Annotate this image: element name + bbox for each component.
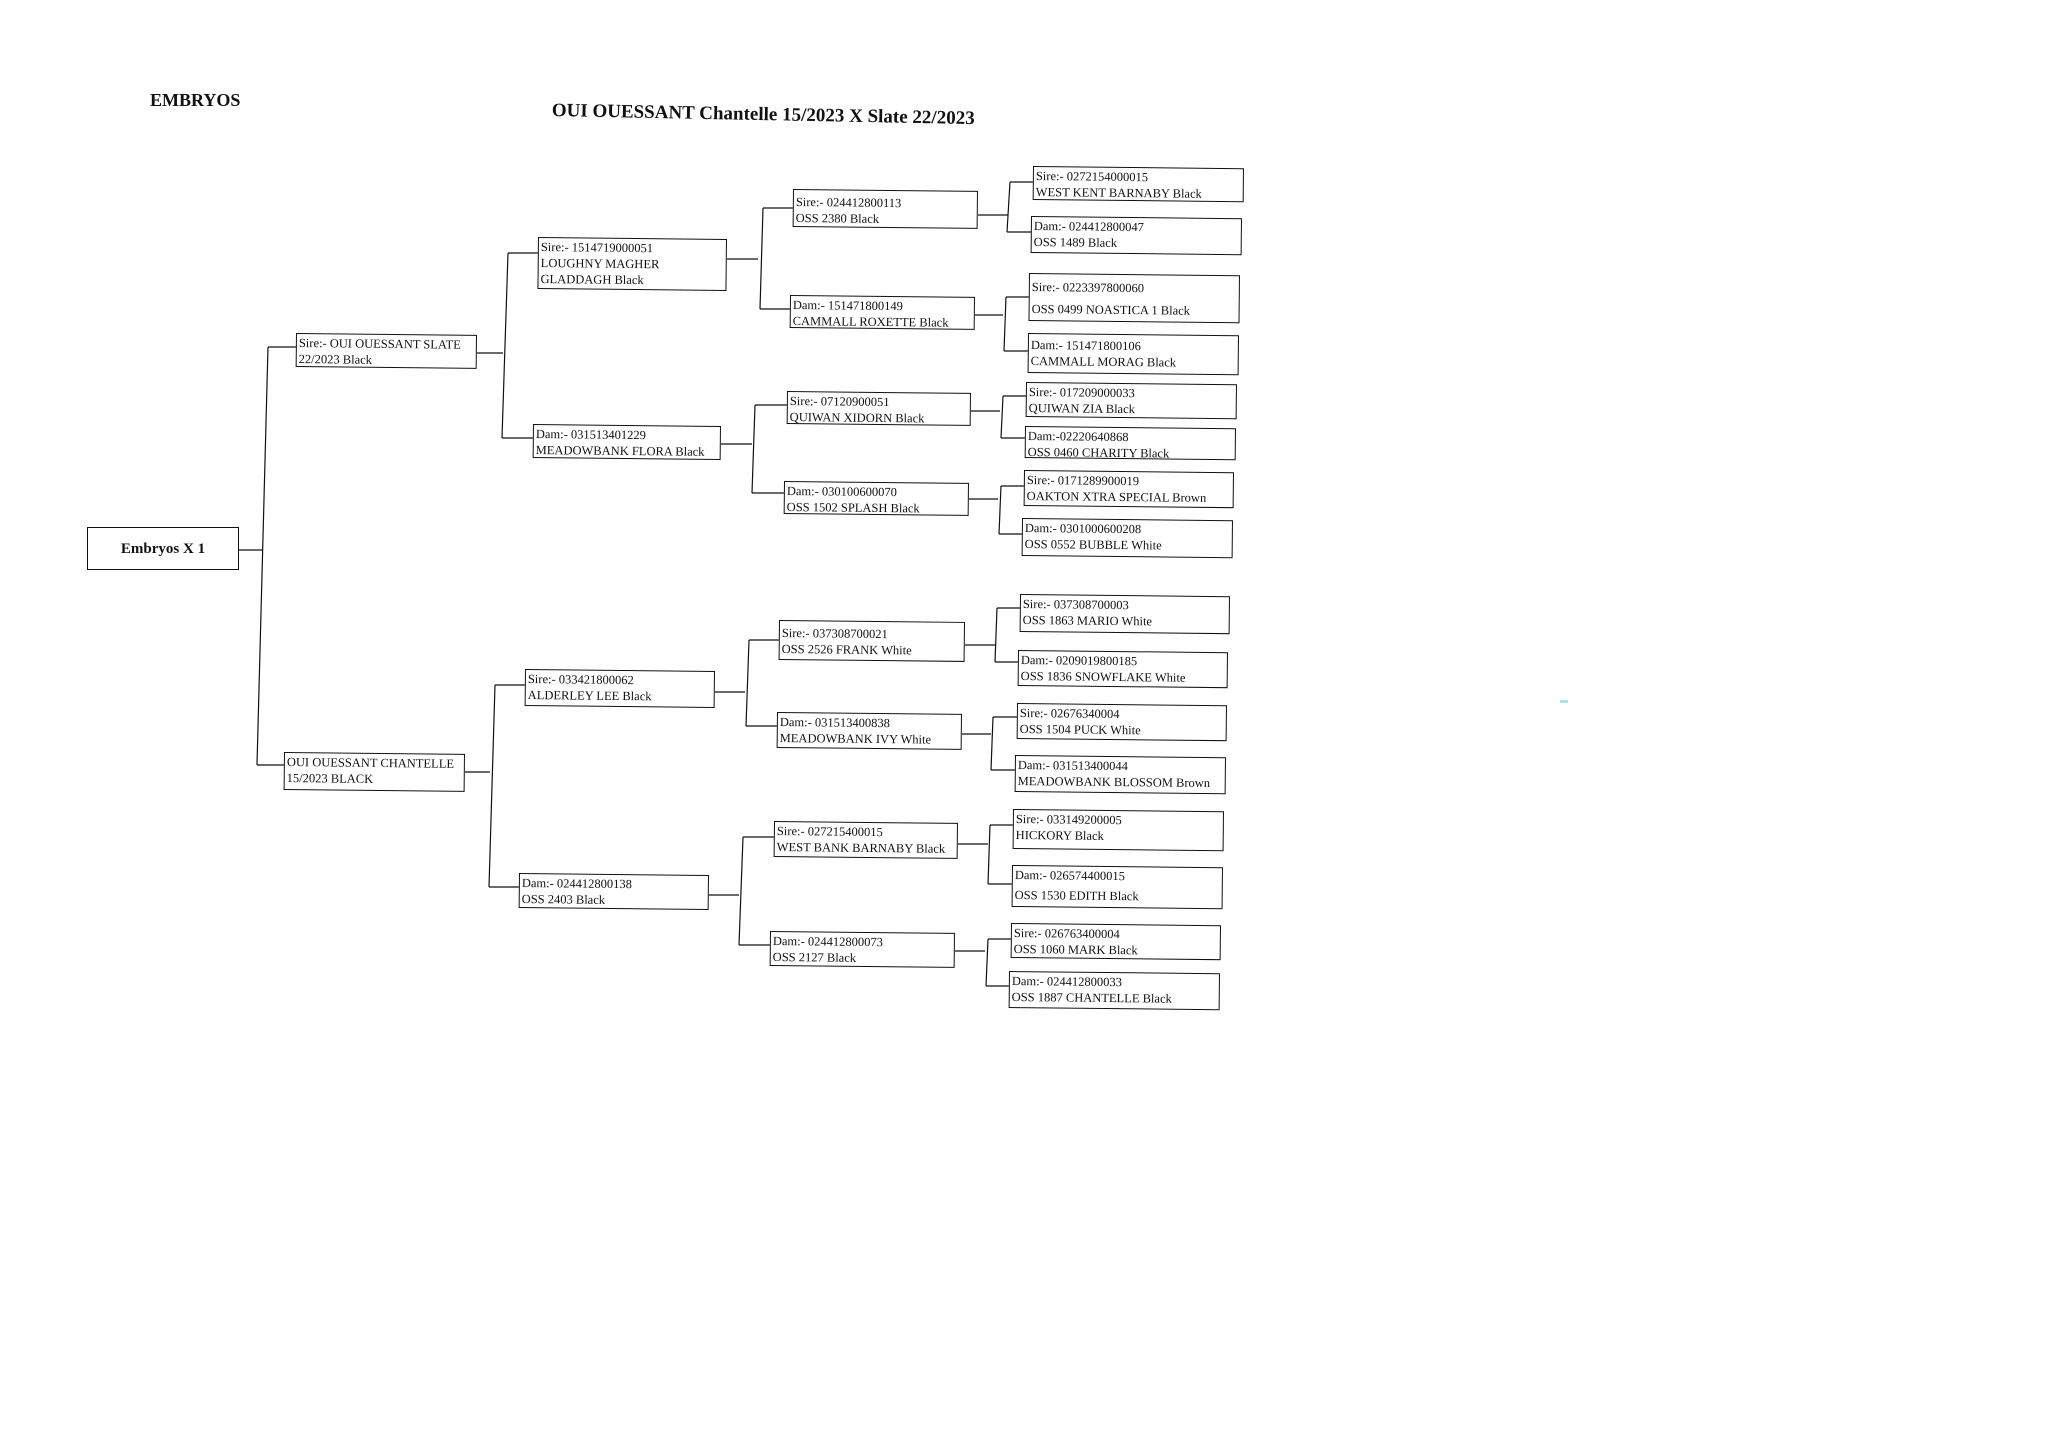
great-great-grandparent-box: Sire:- 0171289900019 OAKTON XTRA SPECIAL…	[1023, 470, 1234, 509]
great-grandparent-box: Sire:- 027215400015 WEST BANK BARNABY Bl…	[773, 821, 958, 859]
parent-sire-box: Sire:- OUI OUESSANT SLATE 22/2023 Black	[295, 333, 477, 369]
section-label: EMBRYOS	[150, 90, 241, 110]
animal-name: OSS 2127 Black	[772, 950, 857, 965]
great-great-grandparent-box: Sire:- 026763400004 OSS 1060 MARK Black	[1010, 923, 1221, 961]
great-great-grandparent-box: Sire:- 017209000033 QUIWAN ZIA Black	[1025, 382, 1237, 420]
great-great-grandparent-box: Dam:- 024412800047 OSS 1489 Black	[1030, 216, 1242, 256]
great-great-grandparent-box: Dam:- 151471800106 CAMMALL MORAG Black	[1027, 333, 1239, 376]
great-great-grandparent-box: Sire:- 0223397800060 OSS 0499 NOASTICA 1…	[1028, 273, 1240, 324]
animal-name: OSS 0552 BUBBLE White	[1024, 537, 1162, 553]
animal-id: Sire:- 024412800113	[795, 195, 902, 211]
great-great-grandparent-box: Dam:-02220640868 OSS 0460 CHARITY Black	[1024, 426, 1236, 461]
animal-id: Dam:- 031513401229	[535, 427, 647, 443]
great-grandparent-box: Dam:- 151471800149 CAMMALL ROXETTE Black	[789, 295, 975, 330]
root-box: Embryos X 1	[87, 527, 239, 570]
animal-id: Sire:- 1514719000051	[540, 240, 654, 256]
animal-name: CAMMALL ROXETTE Black	[792, 314, 949, 330]
animal-id: Sire:- 07120900051	[789, 394, 890, 410]
animal-name: QUIWAN ZIA Black	[1028, 401, 1136, 417]
animal-id: Dam:- 031513400838	[779, 715, 891, 731]
animal-id: Dam:- 026574400015	[1014, 868, 1126, 884]
animal-name: WEST BANK BARNABY Black	[776, 840, 946, 856]
root-label: Embryos X 1	[120, 540, 206, 557]
great-great-grandparent-box: Dam:- 026574400015 OSS 1530 EDITH Black	[1011, 865, 1223, 910]
animal-id: Sire:- 037308700021	[781, 626, 888, 642]
grandparent-box: Dam:- 024412800138 OSS 2403 Black	[518, 873, 709, 910]
animal-name: ALDERLEY LEE Black	[527, 688, 652, 704]
animal-name: OSS 1502 SPLASH Black	[786, 500, 920, 516]
animal-name: OSS 1504 PUCK White	[1019, 722, 1141, 738]
great-grandparent-box: Sire:- 024412800113 OSS 2380 Black	[792, 189, 978, 229]
animal-id: Dam:- 151471800149	[792, 298, 904, 314]
parent-dam-box: OUI OUESSANT CHANTELLE 15/2023 BLACK	[283, 752, 465, 792]
animal-name: WEST KENT BARNABY Black	[1035, 185, 1202, 201]
animal-name: OSS 1887 CHANTELLE Black	[1011, 990, 1172, 1006]
animal-name: OSS 0499 NOASTICA 1 Black	[1031, 302, 1191, 318]
animal-name: OSS 2380 Black	[795, 211, 880, 226]
animal-name: OSS 1530 EDITH Black	[1014, 888, 1139, 904]
animal-name: MEADOWBANK IVY White	[779, 731, 932, 747]
great-great-grandparent-box: Sire:- 037308700003 OSS 1863 MARIO White	[1019, 594, 1230, 635]
connector-lines	[239, 181, 1033, 987]
great-great-grandparent-box: Dam:- 031513400044 MEADOWBANK BLOSSOM Br…	[1014, 755, 1226, 795]
grandparent-box: Sire:- 033421800062 ALDERLEY LEE Black	[524, 669, 715, 708]
great-great-grandparent-box: Sire:- 02676340004 OSS 1504 PUCK White	[1016, 703, 1227, 742]
animal-name: LOUGHNY MAGHER	[540, 256, 660, 272]
animal-name: MEADOWBANK BLOSSOM Brown	[1017, 774, 1211, 791]
animal-name: QUIWAN XIDORN Black	[789, 410, 925, 426]
animal-name: GLADDAGH Black	[540, 272, 644, 288]
great-great-grandparent-box: Dam:- 0301000600208 OSS 0552 BUBBLE Whit…	[1021, 518, 1233, 559]
great-grandparent-box: Sire:- 037308700021 OSS 2526 FRANK White	[778, 620, 965, 662]
animal-name: OSS 1836 SNOWFLAKE White	[1020, 669, 1186, 685]
great-grandparent-box: Dam:- 030100600070 OSS 1502 SPLASH Black	[783, 481, 969, 516]
pedigree-page: EMBRYOS OUI OUESSANT Chantelle 15/2023 X…	[87, 90, 1568, 1011]
animal-name: OSS 0460 CHARITY Black	[1027, 445, 1170, 461]
scan-mark	[1560, 700, 1568, 703]
great-great-grandparent-box: Sire:- 033149200005 HICKORY Black	[1012, 809, 1224, 852]
animal-name: OSS 1060 MARK Black	[1013, 942, 1138, 958]
parent-dam-text: OUI OUESSANT CHANTELLE 15/2023 BLACK	[286, 755, 455, 786]
animal-id: Dam:- 030100600070	[786, 484, 898, 500]
animal-id: Dam:- 024412800073	[772, 934, 884, 950]
animal-id: Dam:- 024412800138	[521, 876, 633, 892]
animal-name: OSS 1489 Black	[1033, 235, 1118, 250]
animal-name: OSS 2526 FRANK White	[781, 642, 912, 658]
great-grandparent-box: Dam:- 031513400838 MEADOWBANK IVY White	[776, 712, 962, 750]
animal-name: HICKORY Black	[1015, 828, 1104, 843]
animal-name: CAMMALL MORAG Black	[1030, 354, 1177, 370]
animal-id: Sire:- 0223397800060	[1031, 280, 1145, 296]
animal-name: OSS 2403 Black	[521, 892, 606, 907]
animal-id: Sire:- 027215400015	[776, 824, 883, 840]
animal-name: OAKTON XTRA SPECIAL Brown	[1026, 489, 1207, 505]
parent-sire-text: Sire:- OUI OUESSANT SLATE 22/2023 Black	[298, 336, 461, 367]
animal-name: MEADOWBANK FLORA Black	[535, 443, 705, 459]
grandparent-box: Dam:- 031513401229 MEADOWBANK FLORA Blac…	[532, 424, 721, 460]
animal-name: OSS 1863 MARIO White	[1022, 613, 1153, 629]
great-great-grandparent-box: Dam:- 0209019800185 OSS 1836 SNOWFLAKE W…	[1017, 650, 1228, 689]
great-great-grandparent-box: Sire:- 0272154000015 WEST KENT BARNABY B…	[1032, 166, 1244, 203]
great-grandparent-box: Dam:- 024412800073 OSS 2127 Black	[769, 931, 955, 968]
grandparent-box: Sire:- 1514719000051 LOUGHNY MAGHER GLAD…	[537, 237, 727, 291]
great-great-grandparent-box: Dam:- 024412800033 OSS 1887 CHANTELLE Bl…	[1008, 971, 1220, 1011]
great-grandparent-box: Sire:- 07120900051 QUIWAN XIDORN Black	[786, 391, 971, 426]
animal-id: Sire:- 033421800062	[527, 672, 634, 688]
